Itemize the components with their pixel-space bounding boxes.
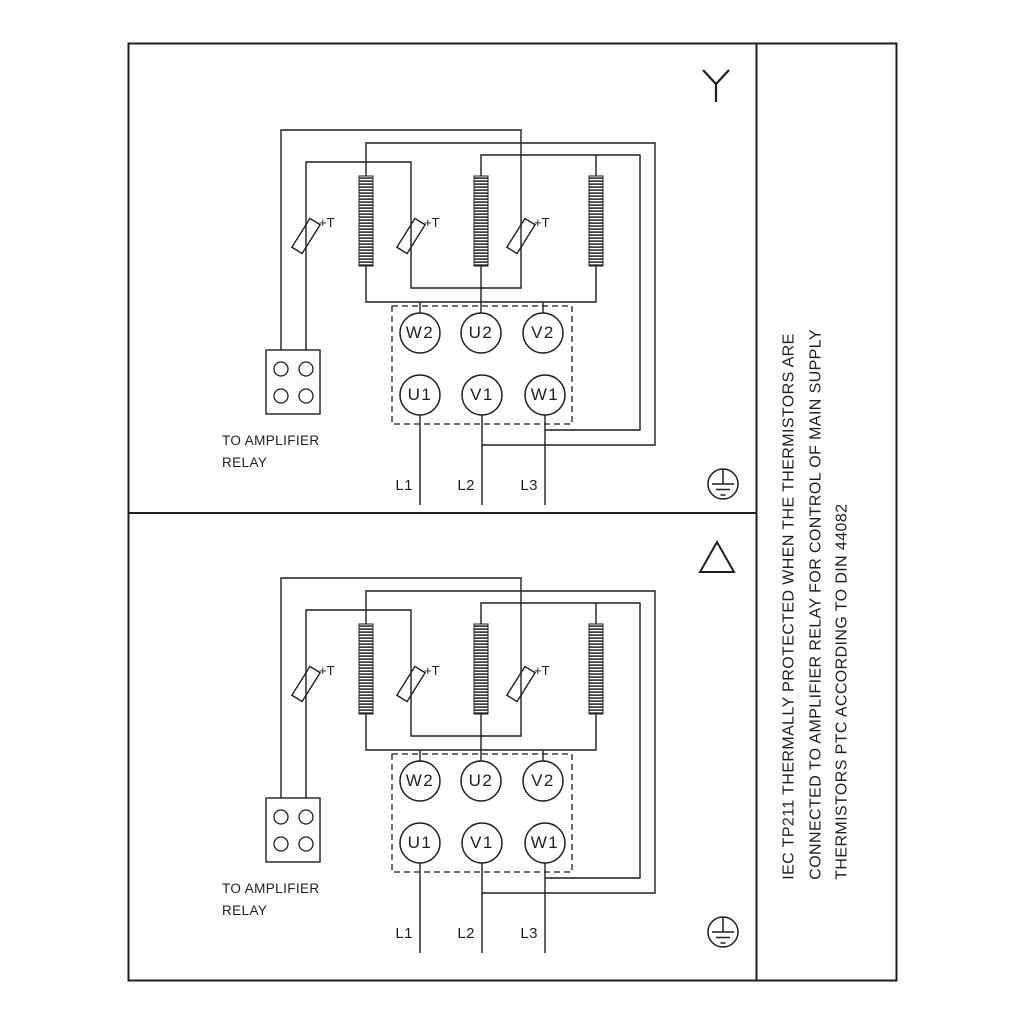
- terminal-label-v2: V2: [531, 771, 555, 790]
- terminal-label-v1: V1: [470, 833, 494, 852]
- thermistor-label: +T: [319, 663, 335, 678]
- supply-label-l1: L1: [395, 925, 413, 942]
- star-icon: [702, 69, 730, 102]
- relay-caption-line1: TO AMPLIFIER: [222, 433, 320, 448]
- terminal-label-u1: U1: [407, 833, 433, 852]
- thermistor-label: +T: [424, 663, 440, 678]
- supply-label-l2: L2: [457, 925, 475, 942]
- relay-caption-line1: TO AMPLIFIER: [222, 881, 320, 896]
- terminal-label-v1: V1: [470, 385, 494, 404]
- terminal-label-u2: U2: [468, 771, 494, 790]
- terminal-label-v2: V2: [531, 323, 555, 342]
- relay-caption-line2: RELAY: [222, 903, 268, 918]
- supply-label-l3: L3: [520, 925, 538, 942]
- delta-icon: [698, 539, 736, 573]
- star-panel-graphics: [265, 129, 739, 506]
- thermistor-label: +T: [319, 215, 335, 230]
- thermistor-label: +T: [424, 215, 440, 230]
- terminal-label-w2: W2: [405, 323, 435, 342]
- supply-label-l3: L3: [520, 477, 538, 494]
- terminal-label-u1: U1: [407, 385, 433, 404]
- delta-panel-graphics: [265, 577, 739, 954]
- supply-label-l1: L1: [395, 477, 413, 494]
- terminal-label-w2: W2: [405, 771, 435, 790]
- terminal-label-u2: U2: [468, 323, 494, 342]
- terminal-label-w1: W1: [530, 385, 560, 404]
- terminal-label-w1: W1: [530, 833, 560, 852]
- relay-caption-line2: RELAY: [222, 455, 268, 470]
- thermistor-label: +T: [534, 215, 550, 230]
- supply-label-l2: L2: [457, 477, 475, 494]
- thermistor-label: +T: [534, 663, 550, 678]
